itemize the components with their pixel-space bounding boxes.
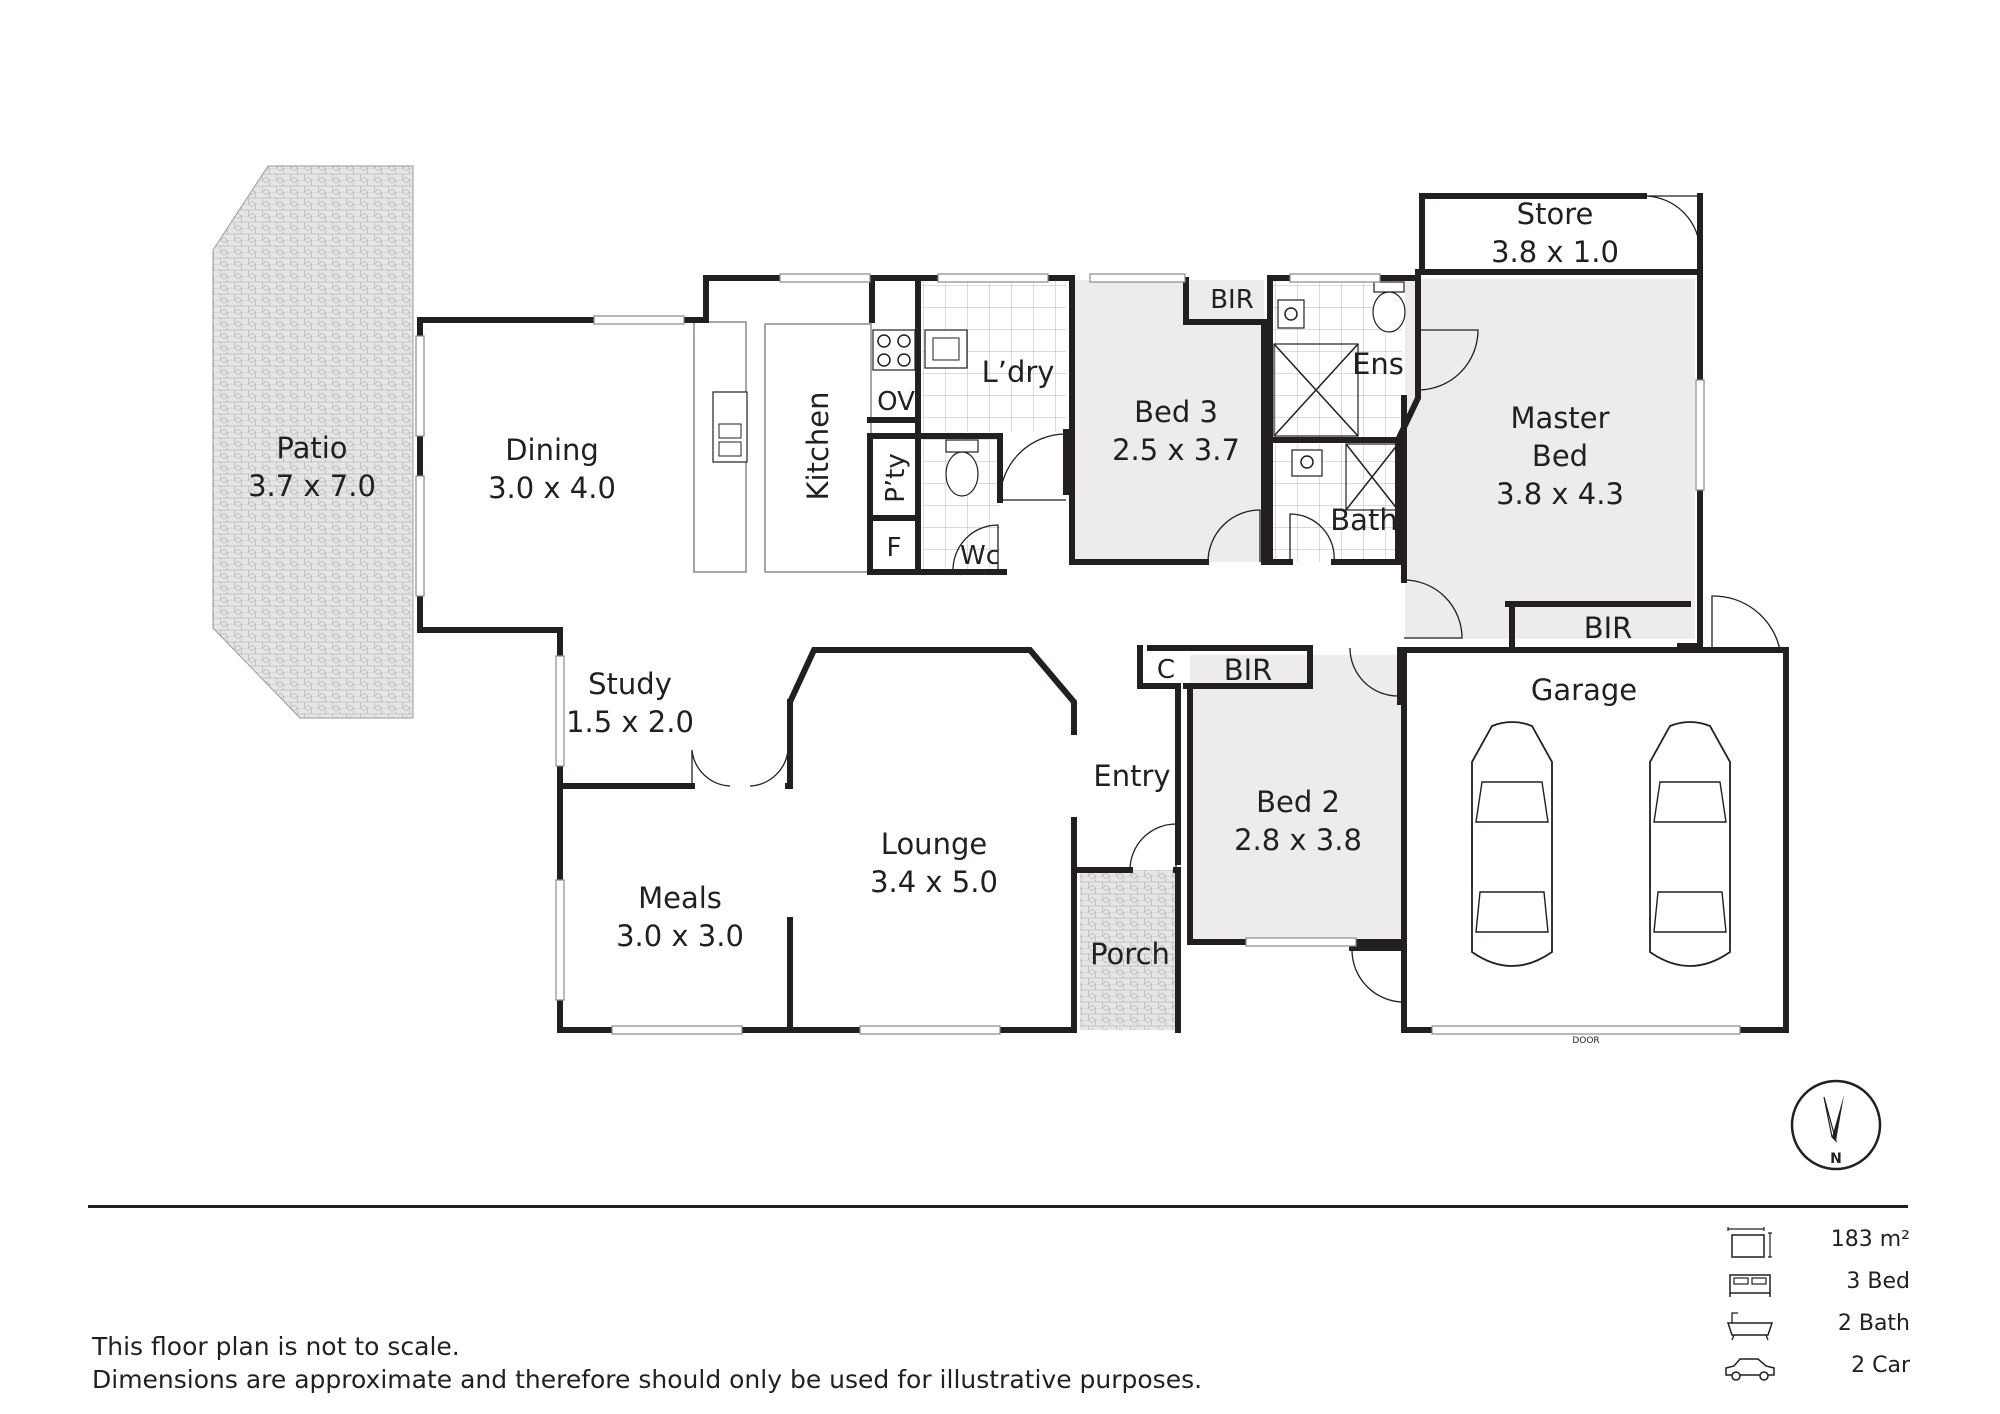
area-text: 183 m² [1830, 1227, 1910, 1252]
stat-bed: 3 Bed [1720, 1265, 1910, 1307]
shower-icon [1273, 343, 1359, 437]
bed3-bir-label: BIR [1210, 285, 1254, 315]
laundry-label: L’dry [982, 355, 1055, 389]
dining-label: Dining [505, 433, 599, 467]
master-label-2: Bed [1532, 439, 1588, 473]
dining-dims: 3.0 x 4.0 [488, 471, 616, 505]
kitchen-island [764, 323, 872, 573]
stat-car: 2 Car [1720, 1349, 1910, 1391]
garage-label: Garage [1531, 673, 1637, 707]
meals-label: Meals [638, 881, 722, 915]
compass-icon: N [1790, 1079, 1882, 1171]
patio-dims: 3.7 x 7.0 [248, 469, 376, 503]
windows [415, 273, 1741, 1035]
entry-label: Entry [1093, 759, 1170, 793]
master-dims: 3.8 x 4.3 [1496, 477, 1624, 511]
bath-text: 2 Bath [1837, 1311, 1910, 1336]
bed3-label: Bed 3 [1134, 395, 1218, 429]
laundry-tub-icon [924, 329, 968, 369]
car-icon [1725, 1358, 1775, 1381]
stat-bath: 2 Bath [1720, 1307, 1910, 1349]
ensuite-basin-icon [1277, 299, 1305, 329]
property-stats: 183 m² 3 Bed 2 Bath 2 Car [1720, 1223, 1910, 1391]
car-text: 2 Car [1851, 1353, 1910, 1378]
wc-label: Wc [960, 541, 1000, 571]
master-label-1: Master [1510, 401, 1609, 435]
bath-label: Bath [1330, 503, 1397, 537]
bed-text: 3 Bed [1846, 1269, 1910, 1294]
fridge-label: F [887, 533, 902, 563]
oven-label: OV [877, 387, 915, 417]
sink-icon [712, 391, 748, 463]
disclaimer-line-2: Dimensions are approximate and therefore… [92, 1365, 1203, 1394]
bed2-bir-label: BIR [1224, 653, 1273, 687]
linen-label: C [1157, 655, 1175, 685]
disclaimer-line-1: This floor plan is not to scale. [92, 1332, 460, 1361]
bed-icon [1729, 1274, 1771, 1297]
meals-dims: 3.0 x 3.0 [616, 919, 744, 953]
compass-label: N [1830, 1151, 1842, 1167]
garage-door-label: DOOR [1572, 1036, 1599, 1046]
bed3-floor [1072, 280, 1264, 562]
bed3-dims: 2.5 x 3.7 [1112, 433, 1240, 467]
bath-basin-icon [1291, 449, 1323, 477]
patio-area [212, 165, 414, 719]
study-label: Study [588, 667, 672, 701]
patio-label: Patio [276, 431, 347, 465]
store-dims: 3.8 x 1.0 [1491, 235, 1619, 269]
porch-floor [1080, 870, 1178, 1030]
car-icon [1649, 721, 1731, 967]
stat-area: 183 m² [1720, 1223, 1910, 1265]
bed2-floor [1190, 655, 1402, 941]
cooktop-icon [872, 329, 916, 371]
divider-rule [88, 1205, 1908, 1208]
pantry-label: P’ty [881, 453, 911, 503]
kitchen-label: Kitchen [801, 392, 835, 501]
disclaimer: This floor plan is not to scale. Dimensi… [92, 1330, 1202, 1396]
ensuite-label: Ens [1352, 347, 1404, 381]
doors [691, 195, 1781, 1003]
car-icon [1471, 721, 1553, 967]
lounge-label: Lounge [881, 827, 987, 861]
master-floor [1405, 279, 1695, 639]
bed2-dims: 2.8 x 3.8 [1234, 823, 1362, 857]
store-label: Store [1517, 197, 1594, 231]
porch-label: Porch [1090, 937, 1170, 971]
lounge-dims: 3.4 x 5.0 [870, 865, 998, 899]
area-icon [1727, 1227, 1772, 1258]
toilet-icon [945, 439, 979, 497]
bath-icon [1726, 1312, 1774, 1341]
bed2-label: Bed 2 [1256, 785, 1340, 819]
master-bir-label: BIR [1584, 611, 1633, 645]
study-dims: 1.5 x 2.0 [566, 705, 694, 739]
ensuite-toilet-icon [1372, 281, 1406, 333]
